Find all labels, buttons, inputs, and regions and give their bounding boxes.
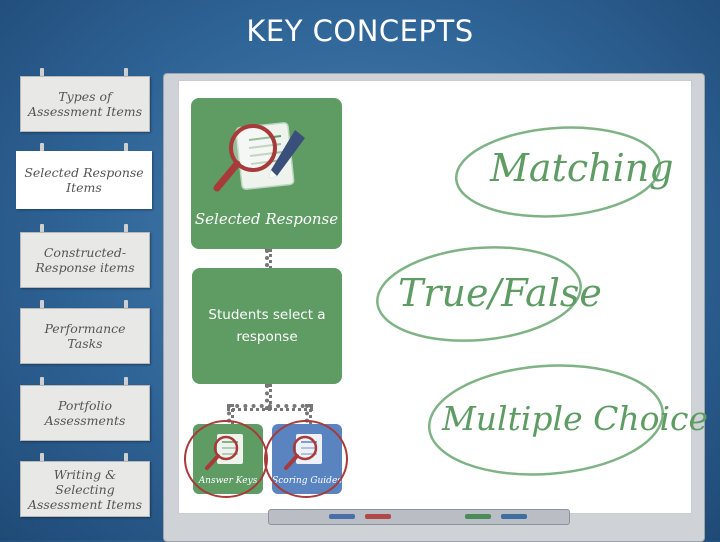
answer-keys-label: Answer Keys: [198, 476, 258, 486]
pin-icon: [124, 68, 128, 78]
sidebar-item-selected-response-items[interactable]: Selected Response Items: [16, 151, 152, 209]
pin-icon: [124, 300, 128, 310]
sidebar-item-label: Selected Response Items: [24, 165, 144, 195]
highlight-circle: [264, 420, 348, 498]
pin-icon: [124, 453, 128, 463]
sidebar-item-label: Writing & Selecting Assessment Items: [27, 466, 142, 512]
pin-icon: [40, 300, 44, 310]
pin-icon: [40, 68, 44, 78]
pin-icon: [40, 224, 44, 234]
sidebar-item-label: Performance Tasks: [44, 321, 126, 351]
true-false-label: True/False: [398, 271, 602, 315]
selected-response-box[interactable]: Selected Response: [191, 98, 342, 249]
true-false-oval: [376, 246, 582, 342]
sidebar-item-portfolio-assessments[interactable]: Portfolio Assessments: [20, 385, 150, 441]
blue-marker-icon: [329, 514, 355, 519]
blue-marker-icon: [501, 514, 527, 519]
matching-oval: [454, 126, 662, 218]
sidebar-item-label: Portfolio Assessments: [44, 398, 126, 428]
pin-icon: [40, 377, 44, 387]
pin-icon: [40, 453, 44, 463]
answer-keys-box[interactable]: Answer Keys: [193, 424, 263, 494]
magnifier-document-icon: [213, 122, 305, 192]
connector-line: [227, 404, 313, 411]
scoring-guides-box[interactable]: Scoring Guides: [272, 424, 342, 494]
pin-icon: [124, 224, 128, 234]
highlight-circle: [184, 420, 268, 498]
selected-response-label: Selected Response: [194, 210, 339, 228]
sidebar-item-writing-selecting-assessment-items[interactable]: Writing & Selecting Assessment Items: [20, 461, 150, 517]
sidebar-item-types-of-assessment-items[interactable]: Types of Assessment Items: [20, 76, 150, 132]
description-box: [192, 268, 342, 384]
sidebar-item-label: Types of Assessment Items: [27, 89, 142, 119]
sidebar-item-constructed-response-items[interactable]: Constructed-Response items: [20, 232, 150, 288]
sidebar-item-performance-tasks[interactable]: Performance Tasks: [20, 308, 150, 364]
pin-icon: [124, 143, 128, 153]
red-marker-icon: [365, 514, 391, 519]
green-marker-icon: [465, 514, 491, 519]
magnifier-document-icon: [205, 434, 243, 470]
page-title: KEY CONCEPTS: [246, 14, 474, 48]
marker-tray: [268, 509, 570, 525]
description-text: Students select a response: [208, 307, 326, 345]
pin-icon: [124, 377, 128, 387]
magnifier-document-icon: [284, 434, 322, 470]
scoring-guides-label: Scoring Guides: [272, 476, 342, 486]
matching-label: Matching: [490, 146, 674, 190]
pin-icon: [40, 143, 44, 153]
multiple-choice-oval: [427, 364, 665, 476]
multiple-choice-label: Multiple Choice: [442, 399, 709, 438]
sidebar-item-label: Constructed-Response items: [35, 245, 135, 275]
